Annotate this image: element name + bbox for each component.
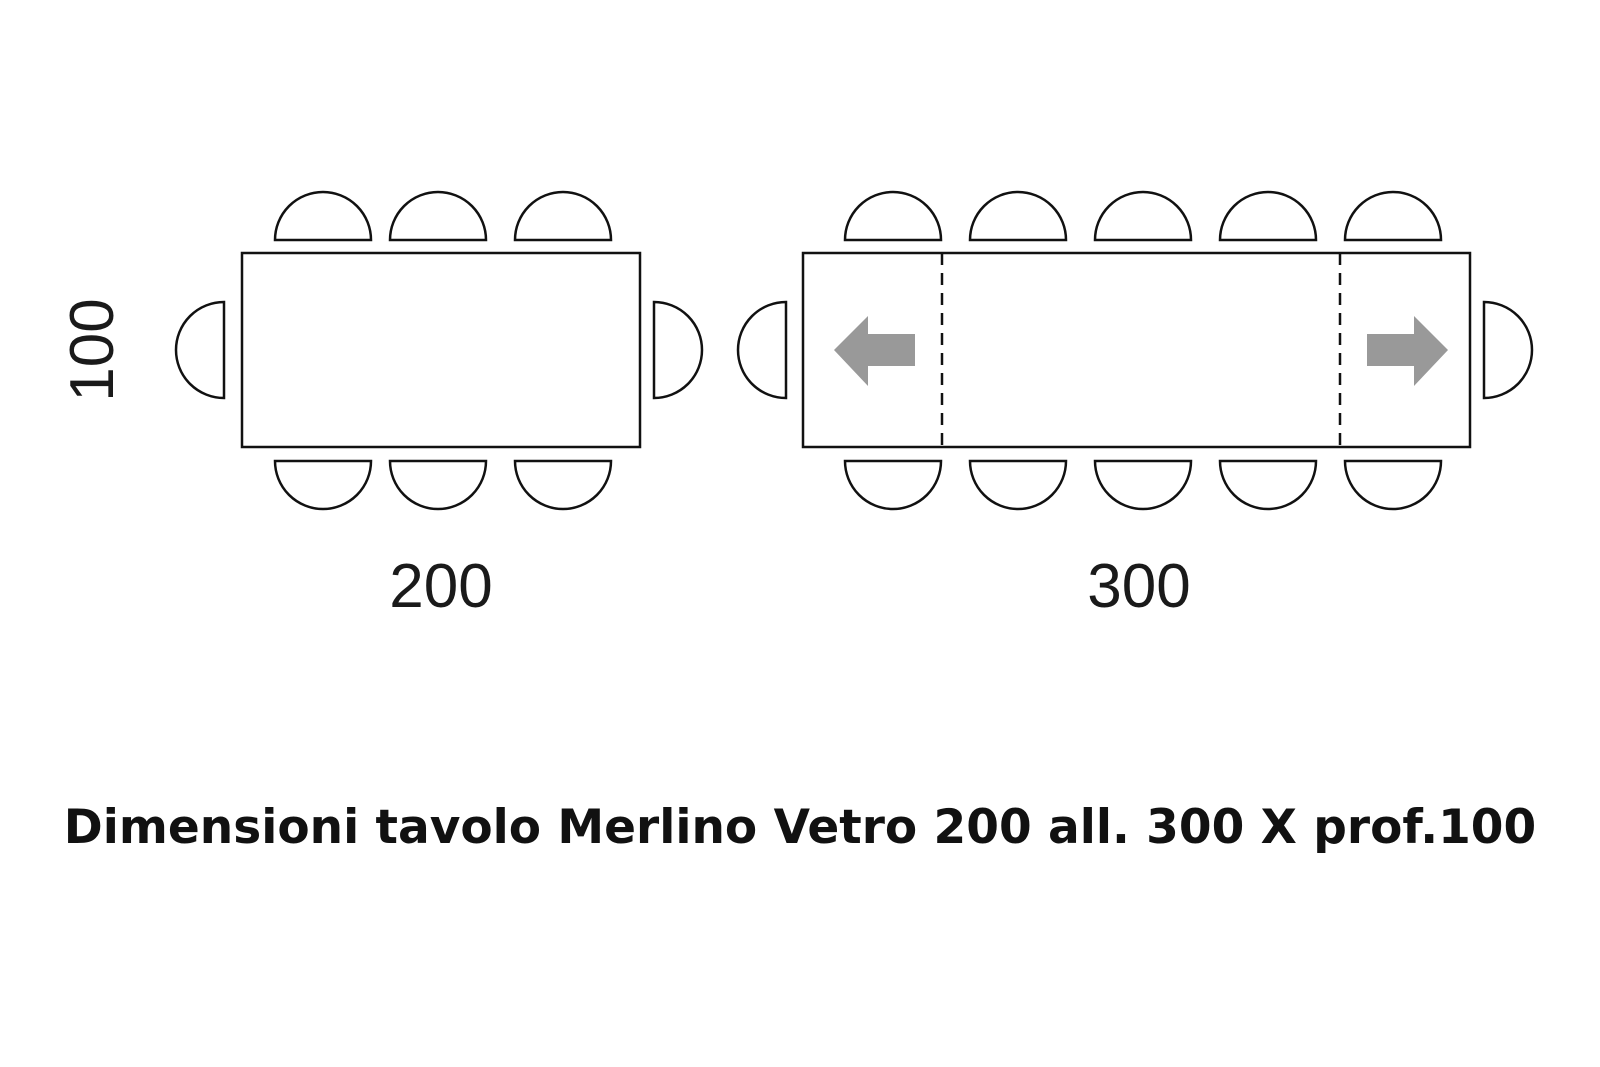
- chair-icon: [736, 300, 788, 400]
- chair-icon: [388, 459, 488, 511]
- chair-icon: [273, 190, 373, 242]
- closed-width-label: 200: [389, 552, 492, 621]
- chair-icon: [1218, 459, 1318, 511]
- chair-icon: [513, 459, 613, 511]
- chair-icon: [273, 459, 373, 511]
- chair-icon: [843, 459, 943, 511]
- table-extended: [736, 190, 1534, 511]
- chair-icon: [1093, 459, 1193, 511]
- depth-label: 100: [58, 298, 127, 401]
- chair-icon: [1343, 190, 1443, 242]
- chair-icon: [1482, 300, 1534, 400]
- chair-icon: [513, 190, 613, 242]
- chair-icon: [652, 300, 704, 400]
- chair-icon: [174, 300, 226, 400]
- chair-icon: [1218, 190, 1318, 242]
- chair-icon: [1343, 459, 1443, 511]
- extended-width-label: 300: [1087, 552, 1190, 621]
- chair-icon: [1093, 190, 1193, 242]
- table-closed: [174, 190, 704, 511]
- chair-icon: [968, 459, 1068, 511]
- chair-icon: [968, 190, 1068, 242]
- caption: Dimensioni tavolo Merlino Vetro 200 all.…: [63, 800, 1537, 855]
- arrow-left-icon: [834, 316, 915, 386]
- table-closed-top: [240, 251, 642, 449]
- arrow-right-icon: [1367, 316, 1448, 386]
- chair-icon: [388, 190, 488, 242]
- table-extended-top: [801, 251, 1472, 449]
- chair-icon: [843, 190, 943, 242]
